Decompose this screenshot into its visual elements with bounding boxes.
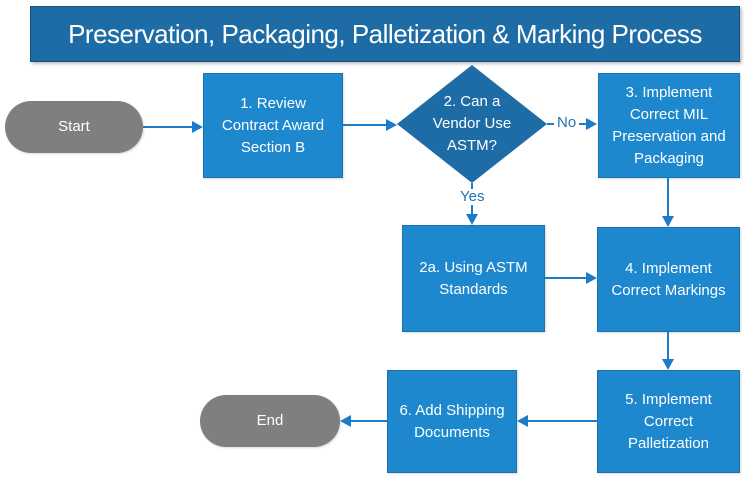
diagram-title: Preservation, Packaging, Palletization &… xyxy=(30,6,740,62)
arrow-step1-to-decision xyxy=(343,124,386,126)
arrowhead-icon xyxy=(386,119,397,131)
arrow-step5-to-step6 xyxy=(528,420,597,422)
arrow-step4-to-step5 xyxy=(667,332,669,359)
flowchart-node-step4: 4. Implement Correct Markings xyxy=(597,227,740,332)
arrowhead-icon xyxy=(340,415,351,427)
arrowhead-icon xyxy=(586,272,597,284)
arrowhead-icon xyxy=(517,415,528,427)
node-label: Start xyxy=(58,118,90,135)
flowchart-node-step1: 1. Review Contract Award Section B xyxy=(203,73,343,178)
flowchart-node-end: End xyxy=(200,395,340,447)
arrow-step6-to-end xyxy=(351,420,387,422)
arrowhead-icon xyxy=(662,216,674,227)
node-label: 2a. Using ASTM Standards xyxy=(419,258,528,298)
edge-label-no: No xyxy=(554,115,580,131)
flowchart-node-step2a: 2a. Using ASTM Standards xyxy=(402,225,545,332)
arrowhead-icon xyxy=(662,359,674,370)
node-label: 2. Can a Vendor Use ASTM? xyxy=(432,93,512,154)
node-label: 6. Add Shipping Documents xyxy=(399,401,505,441)
edge-label-yes: Yes xyxy=(457,189,488,205)
arrowhead-icon xyxy=(466,214,478,225)
arrow-start-to-step1 xyxy=(143,126,192,128)
flowchart-node-step6: 6. Add Shipping Documents xyxy=(387,370,517,473)
node-label: End xyxy=(256,412,284,429)
node-label: 3. Implement Correct MIL Preservation an… xyxy=(612,83,726,167)
arrow-step2a-to-step4 xyxy=(545,277,586,279)
node-label: 5. Implement Correct Palletization xyxy=(625,390,712,452)
flowchart-node-step5: 5. Implement Correct Palletization xyxy=(597,370,740,473)
flowchart-node-start: Start xyxy=(5,101,143,153)
flowchart-node-step3: 3. Implement Correct MIL Preservation an… xyxy=(598,73,740,178)
node-label: 1. Review Contract Award Section B xyxy=(221,94,325,156)
flowchart-decision-astm: 2. Can a Vendor Use ASTM? xyxy=(397,65,547,183)
arrow-step3-to-step4 xyxy=(667,178,669,216)
node-label: 4. Implement Correct Markings xyxy=(611,259,726,299)
arrowhead-icon xyxy=(192,121,203,133)
arrowhead-icon xyxy=(586,118,597,130)
